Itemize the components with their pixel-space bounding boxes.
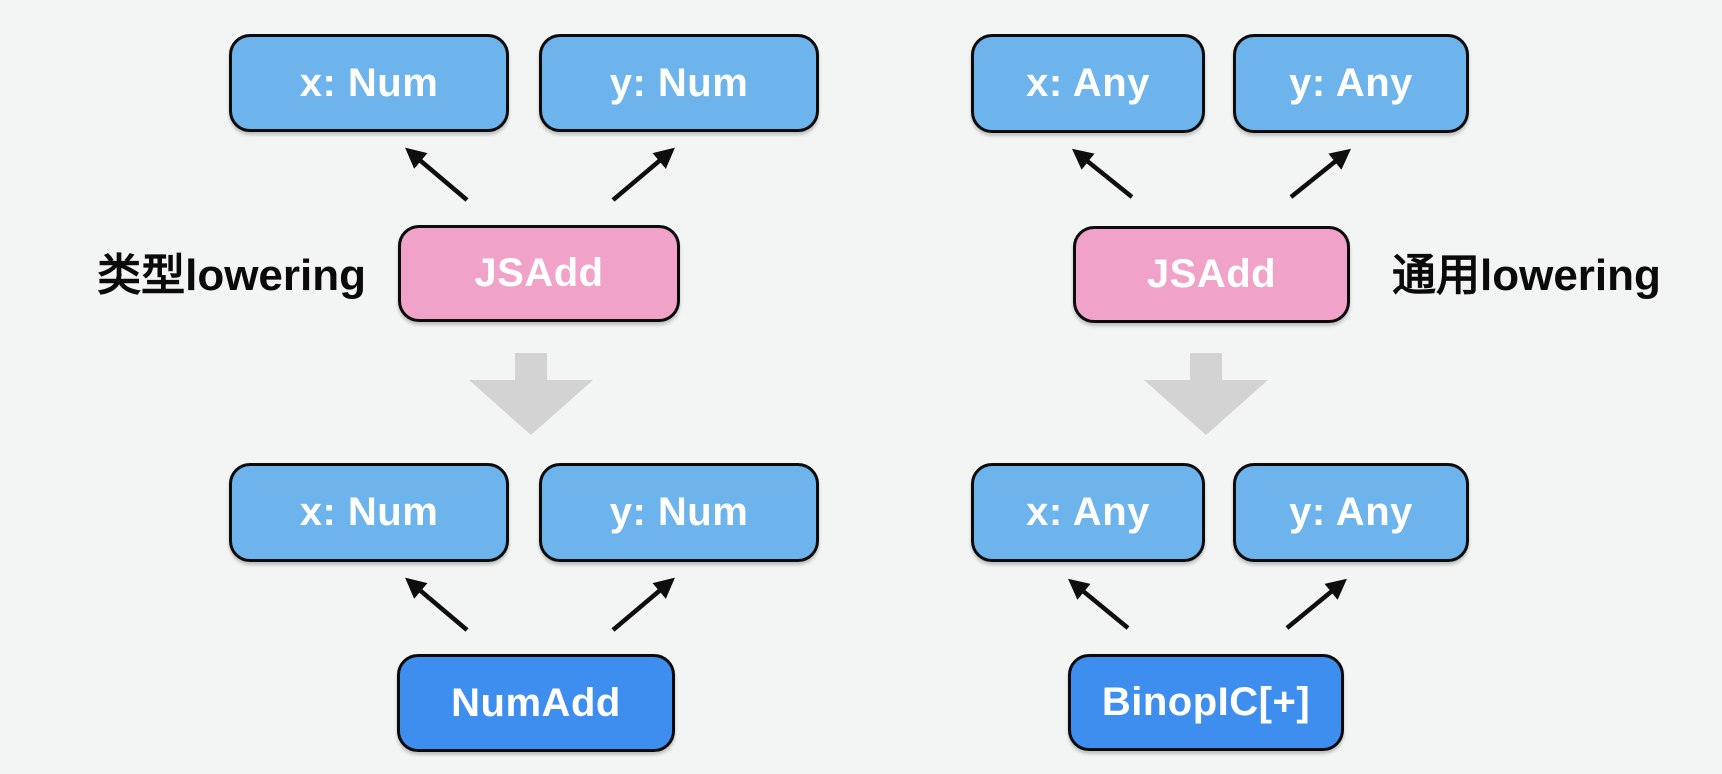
edge-arrow-right-top-y — [1289, 148, 1352, 199]
node-right-bottom-x-any: x: Any — [971, 463, 1205, 562]
node-label: y: Any — [1289, 490, 1413, 534]
edge-arrow-left-bottom-y — [611, 577, 675, 632]
node-label: x: Any — [1026, 61, 1150, 105]
node-left-top-x-num: x: Num — [229, 34, 509, 132]
node-label: x: Any — [1026, 490, 1150, 534]
node-label: JSAdd — [1146, 252, 1277, 296]
node-label: BinopIC[+] — [1101, 680, 1311, 724]
node-binopic: BinopIC[+] — [1068, 654, 1344, 751]
node-label: x: Num — [299, 490, 439, 534]
node-label: x: Num — [299, 60, 439, 105]
node-label: NumAdd — [451, 680, 621, 725]
node-left-bottom-x-num: x: Num — [229, 463, 509, 562]
edge-arrow-left-bottom-x — [405, 577, 469, 632]
left-down-block-arrow-icon — [469, 353, 593, 435]
edge-arrow-right-bottom-y — [1285, 578, 1347, 630]
node-label: JSAdd — [474, 251, 604, 295]
edge-arrow-left-top-y — [611, 147, 675, 202]
node-label: y: Num — [609, 60, 749, 105]
node-label: y: Num — [609, 490, 749, 534]
edge-arrow-right-bottom-x — [1068, 578, 1130, 630]
right-lowering-label: 通用lowering — [1392, 251, 1661, 300]
node-right-top-y-any: y: Any — [1233, 34, 1469, 133]
node-right-bottom-y-any: y: Any — [1233, 463, 1469, 562]
node-right-jsadd: JSAdd — [1073, 226, 1350, 323]
right-down-block-arrow-icon — [1144, 353, 1268, 435]
node-left-top-y-num: y: Num — [539, 34, 819, 132]
left-lowering-label: 类型lowering — [97, 251, 366, 300]
edge-arrow-right-top-x — [1071, 148, 1134, 199]
node-numadd: NumAdd — [397, 654, 675, 752]
node-label: y: Any — [1289, 61, 1413, 105]
node-left-bottom-y-num: y: Num — [539, 463, 819, 562]
node-left-jsadd: JSAdd — [398, 225, 680, 322]
edge-arrow-left-top-x — [405, 147, 469, 202]
node-right-top-x-any: x: Any — [971, 34, 1205, 133]
